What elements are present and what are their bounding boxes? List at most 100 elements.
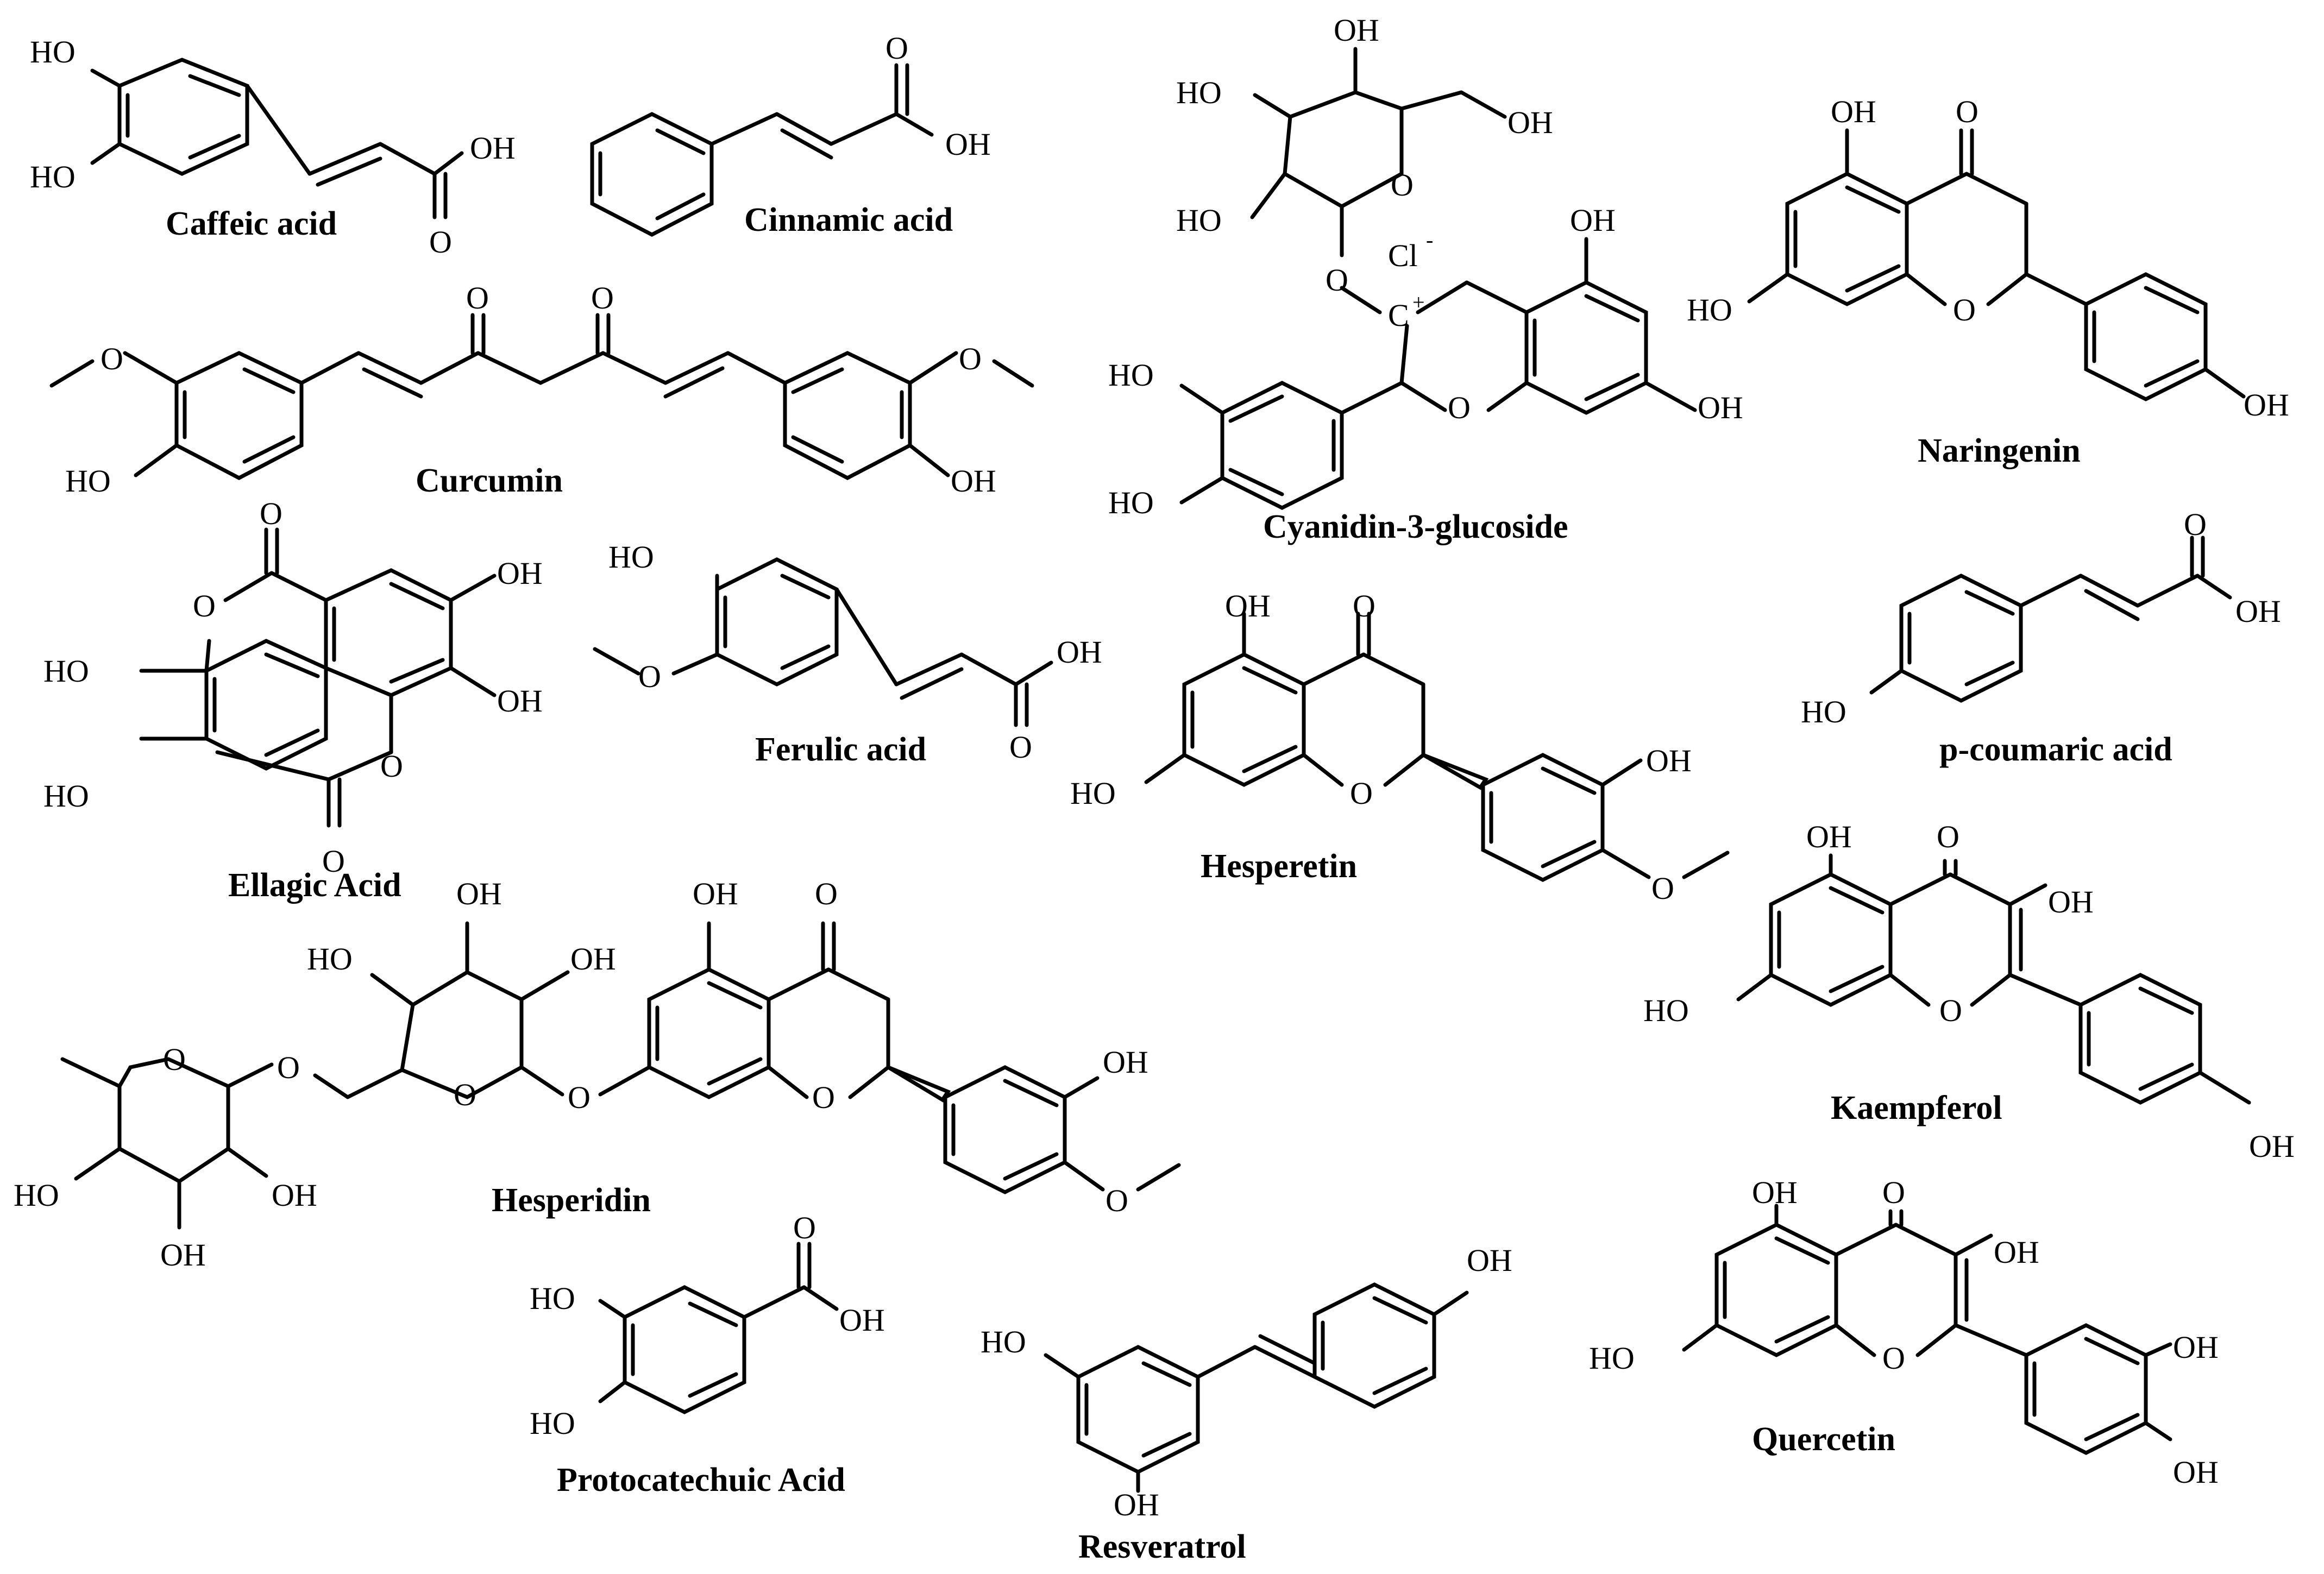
ellagic-o-ring-bottom: O [380, 748, 403, 784]
naringenin-label: Naringenin [1918, 432, 2081, 469]
hesperidin-oh-a-ring: OH [693, 876, 738, 911]
resveratrol-oh-bottom: OH [1114, 1487, 1159, 1522]
curcumin-oh: OH [951, 463, 996, 499]
c3g-ho-b-lower: HO [1108, 485, 1154, 520]
molecule-p-coumaric-acid: O OH HO p-coumaric acid [1801, 507, 2281, 768]
c3g-ho-left-lower: HO [1176, 203, 1222, 238]
ferulic-ho: HO [608, 539, 654, 575]
curcumin-o-keto-1: O [466, 280, 489, 316]
c3g-ho-left-upper: HO [1176, 75, 1222, 110]
hesperidin-o-link: O [277, 1050, 300, 1085]
quercetin-label: Quercetin [1752, 1421, 1895, 1458]
pcoumaric-oh: OH [2235, 594, 2281, 629]
hesperidin-o-keto: O [815, 876, 838, 911]
kaempferol-oh-top: OH [1806, 819, 1852, 854]
hesperetin-oh: OH [1646, 743, 1692, 778]
molecule-kaempferol: OH O OH HO O OH Kaempferol [1643, 819, 2295, 1164]
resveratrol-oh-top: OH [1467, 1243, 1512, 1278]
hesperidin-o-glycosidic: O [568, 1080, 591, 1115]
naringenin-o-ring: O [1953, 292, 1976, 328]
c3g-oh-a-right: OH [1698, 390, 1743, 425]
hesperidin-ho-glucose: HO [307, 941, 353, 977]
c3g-o-c-ring: O [1448, 390, 1471, 425]
cinnamic-o: O [885, 30, 908, 66]
ellagic-acid-label: Ellagic Acid [228, 867, 401, 904]
hesperidin-o-glucose-ring: O [454, 1077, 476, 1112]
c3g-cl: Cl [1388, 238, 1418, 273]
ellagic-oh-upper: OH [497, 556, 543, 591]
c3g-oh-a-top: OH [1570, 203, 1616, 238]
quercetin-oh-3: OH [1994, 1235, 2039, 1270]
pcoumaric-ho: HO [1801, 694, 1846, 729]
hesperidin-oh-b-ring: OH [1103, 1044, 1148, 1080]
kaempferol-o-keto: O [1937, 819, 1959, 854]
pcoumaric-o: O [2184, 507, 2207, 542]
molecule-hesperetin: OH O HO O OH O Hesperetin [1070, 588, 1730, 906]
ferulic-oh: OH [1057, 634, 1102, 670]
molecule-quercetin: OH O OH HO O OH OH Quercetin [1589, 1175, 2219, 1490]
ellagic-o-ring-top: O [193, 588, 216, 624]
c3g-label: Cyanidin-3-glucoside [1263, 508, 1568, 545]
caffeic-ho-bottom: HO [30, 159, 76, 194]
naringenin-oh-top: OH [1831, 94, 1876, 129]
quercetin-o-ring: O [1882, 1340, 1905, 1376]
curcumin-o-keto-2: O [591, 280, 614, 316]
molecule-hesperidin: OH HO OH OH O O O O O O OH O HO OH OH He… [14, 876, 1181, 1273]
kaempferol-oh: OH [2249, 1129, 2295, 1164]
hesperidin-oh-rhamnose-right: OH [272, 1178, 317, 1213]
curcumin-ho: HO [65, 463, 111, 499]
molecule-cyanidin-3-glucoside: OH HO OH HO O Cl - O C + OH HO O OH HO C… [1108, 12, 1743, 545]
resveratrol-ho: HO [981, 1324, 1026, 1359]
protocatechuic-acid-label: Protocatechuic Acid [557, 1462, 845, 1499]
hesperetin-label: Hesperetin [1201, 848, 1357, 885]
naringenin-ho: HO [1687, 292, 1732, 328]
molecule-curcumin: O O O O HO OH Curcumin [49, 280, 1034, 499]
molecule-resveratrol: OH HO OH Resveratrol [981, 1243, 1512, 1565]
ferulic-acid-label: Ferulic acid [755, 731, 926, 768]
curcumin-label: Curcumin [416, 462, 563, 499]
c3g-o-glycosidic: O [1326, 262, 1348, 298]
c3g-o-ring: O [1391, 167, 1414, 203]
resveratrol-label: Resveratrol [1078, 1528, 1246, 1565]
quercetin-oh-b-lower: OH [2173, 1455, 2219, 1490]
ellagic-o-top: O [260, 496, 282, 531]
naringenin-oh: OH [2244, 387, 2289, 423]
quercetin-ho: HO [1589, 1340, 1635, 1376]
hesperidin-o-rhamnose-ring: O [163, 1042, 186, 1077]
hesperidin-oh-rhamnose-bottom: OH [160, 1237, 206, 1273]
ellagic-ho-lower: HO [43, 778, 89, 814]
hesperidin-oh-glucose-right: OH [570, 941, 616, 977]
hesperidin-label: Hesperidin [492, 1182, 651, 1219]
c3g-c: C [1388, 298, 1409, 333]
hesperetin-ho: HO [1070, 776, 1116, 811]
caffeic-oh: OH [470, 130, 516, 166]
hesperetin-oh-top: OH [1225, 588, 1271, 624]
ellagic-o-bottom: O [322, 843, 345, 879]
molecule-ferulic-acid: HO O OH O Ferulic acid [593, 539, 1102, 768]
protocatechuic-ho-top: HO [530, 1281, 575, 1316]
kaempferol-ho: HO [1643, 993, 1689, 1028]
cinnamic-acid-label: Cinnamic acid [744, 202, 953, 238]
molecule-cinnamic-acid: O OH Cinnamic acid [590, 30, 991, 238]
molecule-ellagic-acid: O O OH HO OH HO O O Ellagic Acid [43, 496, 543, 904]
c3g-oh-top: OH [1334, 12, 1379, 48]
hesperidin-oh-glucose-top: OH [456, 876, 502, 911]
kaempferol-o-ring: O [1939, 993, 1962, 1028]
molecule-naringenin: OH O HO O OH Naringenin [1687, 94, 2289, 469]
c3g-plus: + [1412, 290, 1425, 314]
cinnamic-oh: OH [945, 127, 991, 162]
c3g-minus: - [1426, 228, 1433, 252]
protocatechuic-oh: OH [839, 1302, 885, 1338]
quercetin-oh-b-upper: OH [2173, 1330, 2219, 1365]
ferulic-o: O [1009, 729, 1032, 765]
hesperidin-o-methoxy: O [1106, 1183, 1128, 1218]
ellagic-oh-lower: OH [497, 683, 543, 719]
hesperetin-o-ring: O [1350, 776, 1373, 811]
caffeic-o: O [429, 224, 452, 260]
hesperetin-o-keto: O [1353, 588, 1375, 624]
quercetin-oh-top: OH [1752, 1175, 1798, 1210]
c3g-oh-ch2: OH [1508, 105, 1553, 140]
caffeic-ho-top: HO [30, 34, 76, 70]
curcumin-o-right: O [959, 341, 982, 376]
